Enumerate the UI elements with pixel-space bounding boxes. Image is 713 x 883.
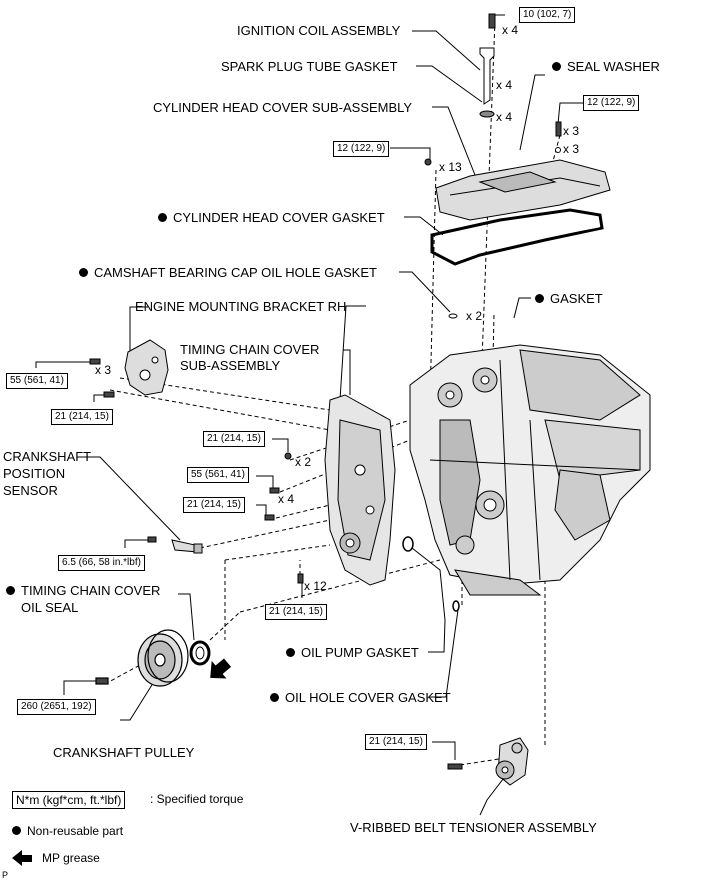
leader-oil-seal (178, 593, 195, 641)
leader-bracket-2 (129, 306, 148, 360)
engine-bracket-shape (89, 339, 169, 398)
ignition-coil-shape (479, 13, 496, 118)
label-gasket: GASKET (535, 291, 603, 306)
quantity: x 4 (496, 110, 513, 124)
quantity: x 4 (278, 492, 295, 506)
leader-tensioner (479, 769, 511, 816)
torque-spec: 21 (214, 15) (265, 604, 327, 620)
label-spark-plug-gasket: SPARK PLUG TUBE GASKET (221, 59, 398, 74)
legend-torque-unit: N*m (kgf*cm, ft.*lbf) (12, 791, 126, 809)
quantity: x 3 (563, 142, 580, 156)
head-cover-gasket-shape (430, 208, 604, 266)
legend-mp-grease: MP grease (42, 851, 100, 865)
leader-timing-cover (343, 349, 351, 395)
leader-head-cover-gasket (404, 216, 444, 236)
leader-oil-pump-gasket (411, 547, 446, 653)
label-timing-cover-2: SUB-ASSEMBLY (180, 358, 281, 373)
leader-gasket (513, 297, 531, 319)
torque-spec: 55 (561, 41) (187, 467, 249, 483)
cylinder-head-cover-shape (424, 121, 611, 221)
label-camshaft-gasket: CAMSHAFT BEARING CAP OIL HOLE GASKET (79, 265, 377, 280)
leader-seal-washer (519, 74, 545, 151)
torque-spec: 12 (122, 9) (333, 141, 390, 157)
non-reusable-dot (535, 294, 544, 303)
torque-spec: 21 (214, 15) (51, 409, 113, 425)
quantity: x 4 (496, 78, 513, 92)
camshaft-gasket-shape (448, 313, 458, 319)
torque-spec: 6.5 (66, 58 in.*lbf) (58, 555, 145, 571)
torque-spec: 55 (561, 41) (6, 373, 68, 389)
legend-torque-desc: : Specified torque (150, 792, 244, 806)
non-reusable-dot (270, 693, 279, 702)
leader-ignition-coil (412, 30, 481, 71)
torque-spec: 12 (122, 9) (583, 95, 640, 111)
quantity: x 2 (466, 309, 483, 323)
oil-pump-gasket-shape (402, 536, 414, 552)
torque-spec: 260 (2651, 192) (17, 699, 96, 715)
label-oil-hole-gasket: OIL HOLE COVER GASKET (270, 690, 451, 705)
legend-arrow-icon (12, 850, 32, 866)
torque-spec: 10 (102, 7) (519, 7, 576, 23)
non-reusable-dot (79, 268, 88, 277)
crankshaft-pulley-shape (95, 629, 189, 687)
torque-spec: 21 (214, 15) (183, 497, 245, 513)
mp-grease-arrow (210, 658, 232, 679)
label-belt-tensioner: V-RIBBED BELT TENSIONER ASSEMBLY (350, 820, 597, 835)
timing-cover-shape (264, 394, 396, 586)
non-reusable-dot (12, 826, 21, 835)
label-crankshaft-pulley: CRANKSHAFT PULLEY (53, 745, 195, 760)
label-head-cover-gasket: CYLINDER HEAD COVER GASKET (158, 210, 385, 225)
leader-pulley (120, 679, 156, 721)
leader-oil-hole-gasket (430, 609, 459, 698)
label-crank-sensor-2: POSITION (3, 466, 66, 481)
leader-cylinder-head-cover (432, 106, 476, 176)
non-reusable-dot (552, 62, 561, 71)
legend-non-reusable: Non-reusable part (12, 824, 123, 839)
oil-seal-shape (189, 640, 211, 666)
torque-spec: 21 (214, 15) (365, 734, 427, 750)
label-ignition-coil: IGNITION COIL ASSEMBLY (237, 23, 401, 38)
crank-sensor-shape (147, 536, 203, 554)
leader-bracket (339, 305, 366, 401)
label-crank-sensor-3: SENSOR (3, 483, 58, 498)
quantity: x 2 (295, 455, 312, 469)
leader-spark-plug-gasket (416, 65, 483, 103)
torque-spec: 21 (214, 15) (203, 431, 265, 447)
label-crank-sensor-1: CRANKSHAFT (3, 449, 92, 464)
quantity: x 3 (95, 363, 112, 377)
engine-block-shape (409, 344, 651, 596)
non-reusable-dot (6, 586, 15, 595)
tensioner-shape (447, 737, 529, 786)
non-reusable-dot (158, 213, 167, 222)
label-oil-pump-gasket: OIL PUMP GASKET (286, 645, 419, 660)
label-engine-bracket: ENGINE MOUNTING BRACKET RH (135, 299, 347, 314)
quantity: x 12 (304, 579, 327, 593)
quantity: x 13 (439, 160, 462, 174)
oil-hole-gasket-shape (452, 600, 460, 612)
quantity: x 4 (502, 23, 519, 37)
leader-camshaft-gasket (399, 271, 451, 313)
quantity: x 3 (563, 124, 580, 138)
label-timing-cover-1: TIMING CHAIN COVER (180, 342, 320, 357)
label-seal-washer: SEAL WASHER (552, 59, 660, 74)
label-oil-seal-1: TIMING CHAIN COVER (6, 583, 160, 598)
leader-crank-sensor (82, 456, 181, 541)
non-reusable-dot (286, 648, 295, 657)
corner-mark: P (2, 870, 9, 880)
label-cylinder-head-cover: CYLINDER HEAD COVER SUB-ASSEMBLY (153, 100, 413, 115)
label-oil-seal-2: OIL SEAL (21, 600, 79, 615)
